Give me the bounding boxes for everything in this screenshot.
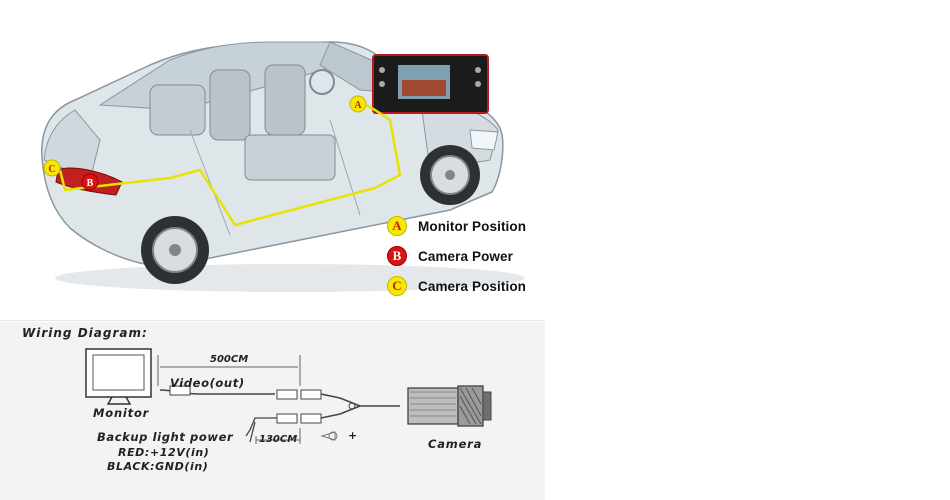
car-marker-c: C (43, 159, 61, 177)
camera-label: Camera (428, 437, 483, 451)
monitor-label: Monitor (93, 406, 150, 420)
connector-icon (169, 385, 322, 424)
legend-item-monitor-position: A Monitor Position (387, 211, 526, 241)
car-marker-b: B (81, 173, 99, 191)
marker-c-icon: C (387, 276, 407, 296)
marker-b-icon: B (387, 246, 407, 266)
red-wire-label: RED:+12V(in) (118, 446, 210, 459)
monitor-icon (85, 348, 152, 405)
cable-length-label: 500CM (210, 354, 249, 365)
legend-label-camera-power: Camera Power (418, 248, 513, 264)
marker-a-icon: A (387, 216, 407, 236)
black-wire-label: BLACK:GND(in) (107, 460, 209, 473)
car-marker-b-label: B (87, 178, 94, 189)
car-illustration: C B A (41, 41, 525, 292)
camera-icon (407, 385, 492, 427)
car-marker-a: A (349, 95, 367, 113)
wiring-schematic (85, 348, 492, 444)
legend: A Monitor Position B Camera Power C Came… (387, 211, 526, 301)
video-out-label: Video(out) (170, 376, 245, 390)
plus-sign: + (348, 429, 358, 442)
car-marker-a-label: A (354, 100, 362, 111)
wiring-title: Wiring Diagram: (22, 326, 148, 340)
installation-diagram: C B A A Monitor Position B Camera Power … (0, 41, 545, 500)
legend-item-camera-power: B Camera Power (387, 241, 526, 271)
section-divider (0, 320, 545, 321)
wiring-diagram: Wiring Diagram: Monitor 500CM Video(out)… (0, 322, 545, 500)
backup-power-label: Backup light power (97, 430, 234, 444)
in-dash-monitor-icon (372, 54, 489, 114)
legend-label-monitor-position: Monitor Position (418, 218, 527, 234)
car-marker-c-label: C (48, 164, 55, 175)
short-cable-length-label: 130CM (259, 434, 298, 445)
legend-item-camera-position: C Camera Position (387, 271, 526, 301)
legend-label-camera-position: Camera Position (418, 278, 527, 294)
